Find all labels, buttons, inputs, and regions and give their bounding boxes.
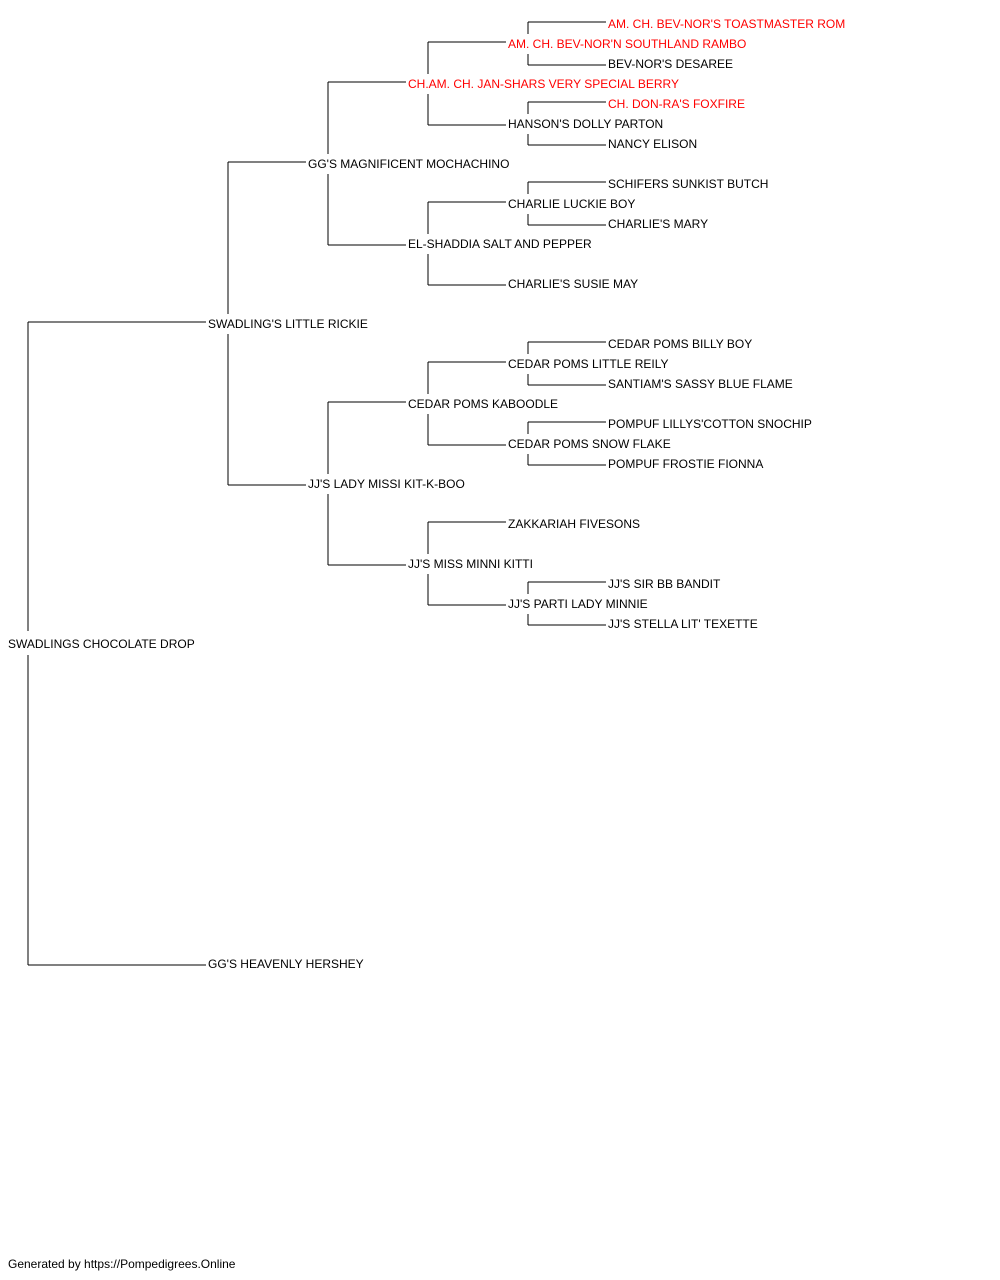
ancestor-name: EL-SHADDIA SALT AND PEPPER [408,237,592,251]
ancestor-name: JJ'S MISS MINNI KITTI [408,557,533,571]
ancestor-name: JJ'S STELLA LIT' TEXETTE [608,617,758,631]
ancestor-name: CEDAR POMS BILLY BOY [608,337,753,351]
ancestor-name: CHARLIE LUCKIE BOY [508,197,636,211]
ancestor-champion-name: CH. DON-RA'S FOXFIRE [608,97,745,111]
ancestor-champion-name: AM. CH. BEV-NOR'S TOASTMASTER ROM [608,17,846,31]
ancestor-name: CHARLIE'S SUSIE MAY [508,277,639,291]
ancestor-name: ZAKKARIAH FIVESONS [508,517,641,531]
ancestor-name: CHARLIE'S MARY [608,217,709,231]
ancestor-name: JJ'S PARTI LADY MINNIE [508,597,648,611]
ancestor-name: JJ'S SIR BB BANDIT [608,577,721,591]
ancestor-champion-name: AM. CH. BEV-NOR'N SOUTHLAND RAMBO [508,37,747,51]
ancestor-name: CEDAR POMS KABOODLE [408,397,559,411]
sire-name: SWADLING'S LITTLE RICKIE [208,317,368,331]
ancestor-name: CEDAR POMS SNOW FLAKE [508,437,671,451]
sire-sire-name: GG'S MAGNIFICENT MOCHACHINO [308,157,510,171]
ancestor-name: CEDAR POMS LITTLE REILY [508,357,669,371]
ancestor-name: BEV-NOR'S DESAREE [608,57,733,71]
ancestor-name: SCHIFERS SUNKIST BUTCH [608,177,769,191]
ancestor-name: POMPUF LILLYS'COTTON SNOCHIP [608,417,812,431]
dam-name: GG'S HEAVENLY HERSHEY [208,957,364,971]
subject-dog-name: SWADLINGS CHOCOLATE DROP [8,637,195,651]
ancestor-name: SANTIAM'S SASSY BLUE FLAME [608,377,793,391]
sire-dam-name: JJ'S LADY MISSI KIT-K-BOO [308,477,465,491]
ancestor-champion-name: CH.AM. CH. JAN-SHARS VERY SPECIAL BERRY [408,77,679,91]
footer-credit: Generated by https://Pompedigrees.Online [8,1257,236,1271]
ancestor-name: POMPUF FROSTIE FIONNA [608,457,764,471]
ancestor-name: NANCY ELISON [608,137,698,151]
ancestor-name: HANSON'S DOLLY PARTON [508,117,664,131]
